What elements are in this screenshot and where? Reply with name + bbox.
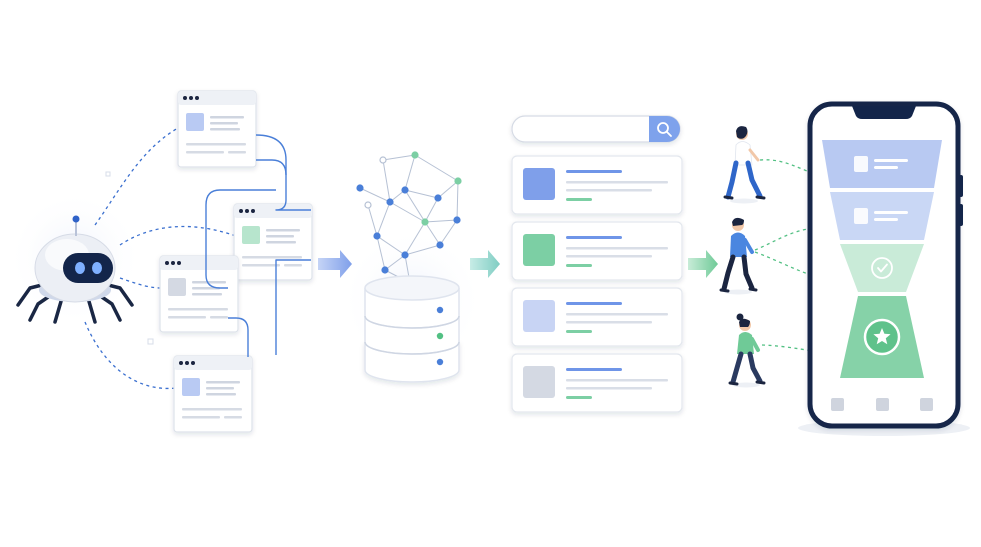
graph-node [386, 198, 394, 206]
star-icon [863, 318, 901, 356]
check-icon [871, 257, 893, 279]
page-connectors [205, 134, 311, 357]
result-thumbnail [523, 234, 555, 266]
graph-node [373, 232, 381, 240]
robot-visor [63, 253, 113, 283]
graph-node [436, 241, 444, 249]
result-card[interactable] [511, 155, 683, 215]
conversion-funnel [822, 140, 942, 378]
search-results-list [511, 155, 683, 413]
document-icon [854, 208, 908, 224]
window-dot [239, 209, 243, 213]
person-walking-icon [719, 217, 758, 295]
visitors [719, 126, 857, 388]
web-page-window [177, 90, 257, 168]
thumbnail [242, 226, 260, 244]
window-dot [183, 96, 187, 100]
nav-button[interactable] [920, 398, 933, 411]
graph-node [401, 186, 409, 194]
crawled-web-pages [159, 90, 313, 433]
window-dot [185, 361, 189, 365]
robot-antenna [72, 215, 80, 223]
person-walking-icon [728, 313, 766, 388]
result-card[interactable] [511, 221, 683, 281]
result-thumbnail [523, 300, 555, 332]
web-page-window [159, 255, 239, 333]
window-dot [189, 96, 193, 100]
nav-button[interactable] [876, 398, 889, 411]
window-dot [179, 361, 183, 365]
crawler-robot [7, 127, 237, 390]
window-dot [191, 361, 195, 365]
flow-arrow-2 [470, 250, 500, 278]
person-walking-icon [723, 126, 766, 204]
window-dot [245, 209, 249, 213]
graph-node [364, 201, 372, 209]
web-page-window [233, 203, 313, 281]
funnel-stage [840, 244, 924, 292]
funnel-stage [822, 140, 942, 188]
phone-nav-bar [831, 398, 933, 411]
thumbnail [168, 278, 186, 296]
graph-node [434, 194, 442, 202]
graph-node [401, 251, 409, 259]
result-card[interactable] [511, 287, 683, 347]
result-thumbnail [523, 168, 555, 200]
graph-node [411, 151, 419, 159]
search-bar[interactable] [511, 115, 681, 143]
window-dot [177, 261, 181, 265]
window-dot [165, 261, 169, 265]
crawl-paths [84, 127, 237, 390]
funnel-stage [830, 192, 934, 240]
graph-node [381, 266, 389, 274]
graph-node [379, 156, 387, 164]
result-thumbnail [523, 366, 555, 398]
web-page-window [173, 355, 253, 433]
graph-node [454, 177, 462, 185]
window-dot [195, 96, 199, 100]
funnel-stage [840, 296, 924, 378]
document-icon [854, 156, 908, 172]
result-card[interactable] [511, 353, 683, 413]
window-dot [251, 209, 255, 213]
graph-node [421, 218, 429, 226]
graph-node [356, 184, 364, 192]
phone-notch [852, 106, 916, 119]
search-icon[interactable] [657, 122, 672, 137]
smartphone-icon [798, 101, 970, 436]
graph-node [453, 216, 461, 224]
thumbnail [186, 113, 204, 131]
thumbnail [182, 378, 200, 396]
database-icon [364, 275, 460, 383]
flow-arrow-1 [318, 250, 352, 278]
nav-button[interactable] [831, 398, 844, 411]
flow-arrow-3 [688, 250, 718, 278]
window-dot [171, 261, 175, 265]
